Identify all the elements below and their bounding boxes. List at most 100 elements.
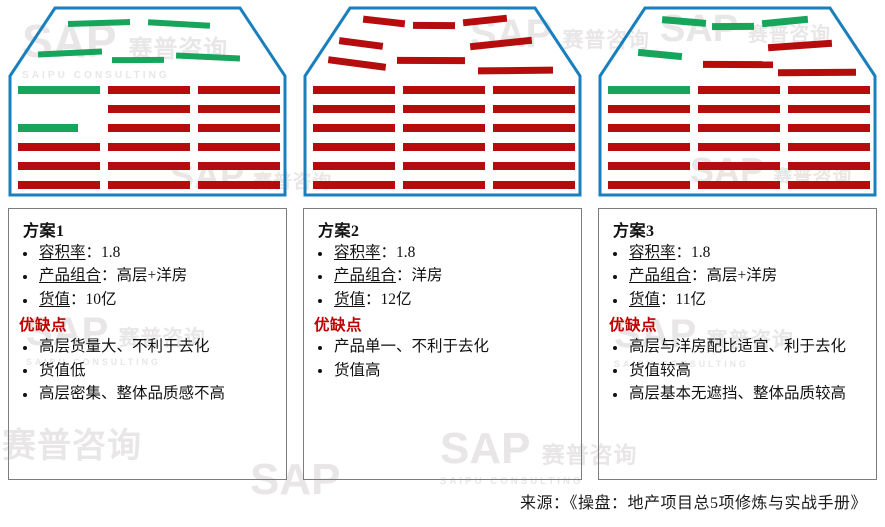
floor-bar-red (698, 124, 780, 132)
floor-bar-red (608, 105, 690, 113)
floor-bar-red (608, 181, 690, 189)
building-diagram-1 (0, 0, 295, 203)
spec-separator: ： (675, 244, 692, 261)
floor-bar-green (18, 124, 78, 132)
spec-value: 10亿 (85, 290, 117, 308)
roof-bar-red (327, 56, 387, 71)
panel-title: 方案1 (23, 223, 65, 240)
building-massing-svg (303, 6, 582, 197)
roof-bar-green (175, 52, 241, 62)
spec-separator: ： (85, 244, 102, 261)
floor-bar-red (108, 143, 190, 151)
floor-bar-red (198, 143, 280, 151)
spec-separator: ： (660, 290, 676, 308)
building-diagram-row (0, 0, 885, 203)
floor-bar-red (108, 181, 190, 189)
roof-bar-red (469, 36, 533, 51)
floor-bar-red (788, 143, 870, 151)
spec-item: 产品组合：高层+洋房 (607, 266, 870, 286)
floor-bar-red (698, 105, 780, 113)
floor-bar-red (493, 105, 575, 113)
floor-bar-red (18, 162, 100, 170)
pros-cons-item: 高层密集、整体品质感不高 (17, 384, 280, 404)
floor-bar-red (313, 86, 395, 94)
spec-separator: ： (101, 267, 117, 285)
roof-bar-red (362, 15, 406, 28)
floor-bar-red (313, 162, 395, 170)
spec-separator: ： (70, 290, 86, 308)
roof-bar-red (702, 60, 774, 69)
building-diagram-2 (295, 0, 590, 203)
floor-bar-red (493, 181, 575, 189)
pros-cons-item: 高层基本无遮挡、整体品质较高 (607, 384, 870, 404)
floor-bar-red (608, 143, 690, 151)
floor-bar-red (788, 162, 870, 170)
roof-bar-green (67, 19, 131, 27)
roof-bar-green (637, 48, 683, 61)
spec-item: 货值：10亿 (17, 290, 280, 310)
floor-bar-red (18, 181, 100, 189)
building-outline (598, 6, 877, 197)
roof-bar-green (111, 56, 165, 64)
pros-cons-heading: 优缺点 (609, 317, 658, 335)
pros-cons-item: 高层与洋房配比适宜、利于去化 (607, 337, 870, 357)
floor-bar-red (403, 86, 485, 94)
spec-label: 容积率 (39, 244, 86, 261)
roof-bar-red (412, 21, 456, 30)
floor-bar-red (493, 124, 575, 132)
roof-bar-green (147, 19, 211, 29)
panel-title: 方案3 (613, 223, 655, 240)
floor-bar-red (493, 162, 575, 170)
spec-item: 产品组合：洋房 (312, 266, 575, 286)
spec-value: 12亿 (380, 290, 412, 308)
spec-label: 货值 (334, 290, 366, 308)
spec-label: 容积率 (334, 244, 381, 261)
floor-bar-red (403, 162, 485, 170)
building-massing-svg (598, 6, 877, 197)
floor-bar-red (698, 181, 780, 189)
roof-bar-red (767, 39, 833, 52)
spec-separator: ： (365, 290, 381, 308)
pros-cons-heading: 优缺点 (314, 317, 363, 335)
spec-value: 洋房 (411, 267, 443, 285)
pros-cons-heading: 优缺点 (19, 317, 68, 335)
roof-bar-red (477, 66, 554, 75)
floor-bar-red (313, 124, 395, 132)
building-massing-svg (8, 6, 287, 197)
pros-cons-list: 高层与洋房配比适宜、利于去化货值较高高层基本无遮挡、整体品质较高 (607, 337, 870, 404)
pros-cons-item: 高层货量大、不利于去化 (17, 337, 280, 357)
building-outline (303, 6, 582, 197)
roof-bar-red (777, 68, 857, 77)
floor-bar-red (198, 124, 280, 132)
floor-bar-red (608, 124, 690, 132)
floor-bar-red (198, 105, 280, 113)
roof-bar-red (462, 14, 508, 27)
pros-cons-list: 高层货量大、不利于去化货值低高层密集、整体品质感不高 (17, 337, 280, 404)
pros-cons-item: 货值较高 (607, 361, 870, 381)
spec-value: 高层+洋房 (116, 267, 188, 285)
floor-bar-red (608, 162, 690, 170)
floor-bar-red (108, 86, 190, 94)
floor-bar-red (18, 143, 100, 151)
building-outline (8, 6, 287, 197)
pros-cons-item: 货值高 (312, 361, 575, 381)
spec-item: 容积率：1.8 (607, 243, 870, 263)
spec-label: 产品组合 (629, 267, 692, 285)
floor-bar-red (313, 181, 395, 189)
pros-cons-item: 产品单一、不利于去化 (312, 337, 575, 357)
pros-cons-list: 产品单一、不利于去化货值高 (312, 337, 575, 381)
spec-label: 产品组合 (334, 267, 397, 285)
floor-bar-red (493, 143, 575, 151)
spec-label: 货值 (39, 290, 71, 308)
floor-bar-red (403, 105, 485, 113)
